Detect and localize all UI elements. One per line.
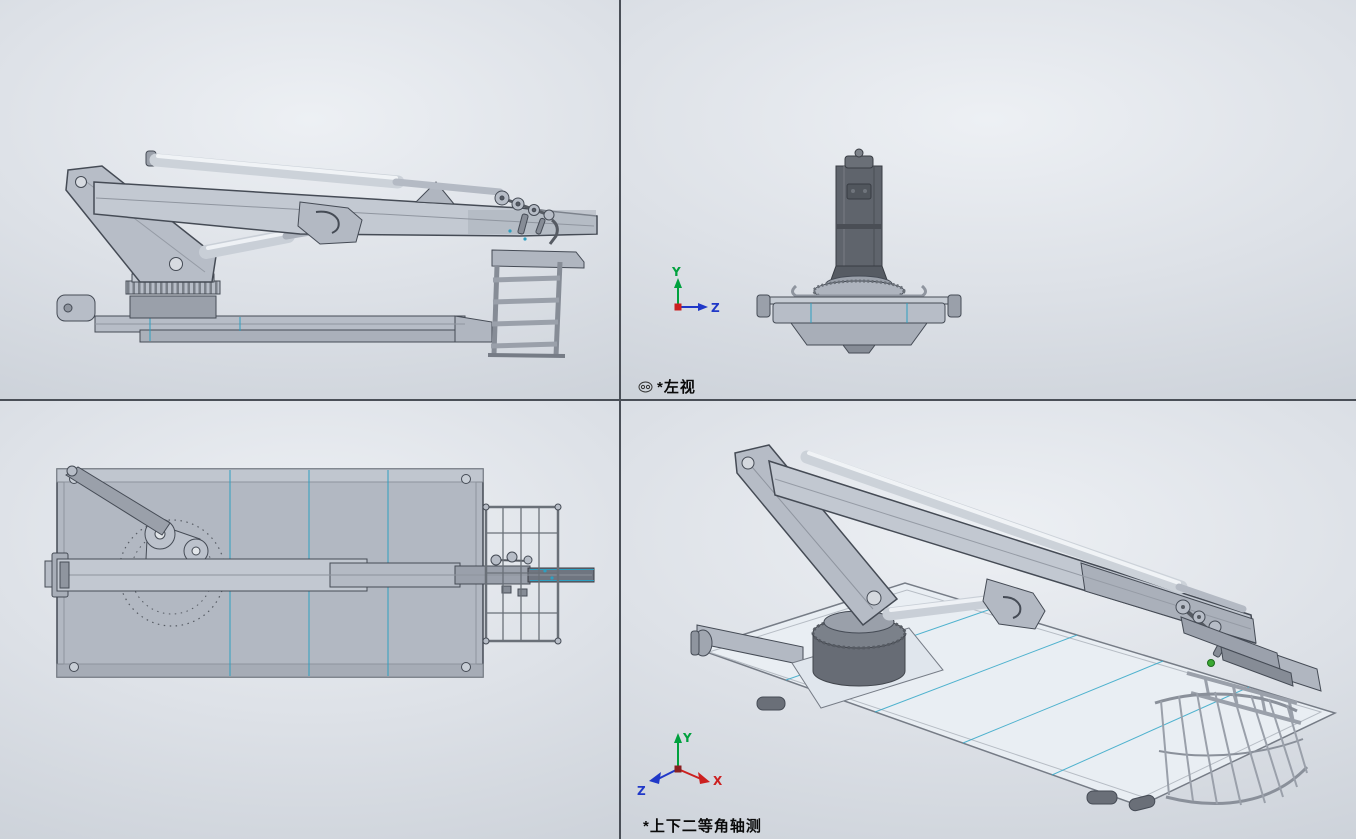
axis-triad: Y Z (671, 265, 720, 315)
z-axis-arrow (649, 772, 661, 784)
left-view-label: *左视 (638, 376, 696, 397)
viewport-isometric-view[interactable]: Y X Z (621, 401, 1356, 839)
side-view-drawing (0, 0, 620, 399)
y-axis-arrow (674, 733, 682, 743)
top-view-drawing (0, 401, 620, 839)
x-axis-arrow (698, 772, 710, 784)
viewport-left-view[interactable]: Y Z (621, 0, 1356, 399)
isometric-view-label-text: *上下二等角轴测 (643, 815, 762, 836)
z-axis-label: Z (637, 784, 646, 798)
triad-origin (675, 766, 682, 773)
y-axis-label: Y (671, 265, 681, 279)
x-axis-label: X (713, 774, 723, 788)
axis-triad-iso: Y X Z (637, 731, 723, 798)
view-link-icon (638, 381, 653, 393)
x-axis-dot (675, 304, 682, 311)
viewport-divider-vertical (619, 0, 621, 839)
viewport-front-view[interactable] (0, 0, 620, 399)
y-axis-label: Y (682, 731, 692, 745)
viewport-top-view[interactable] (0, 401, 620, 839)
mast-iso (735, 445, 897, 625)
viewport-divider-horizontal (0, 399, 1356, 401)
crane-column (828, 149, 890, 288)
crane-base (757, 295, 961, 353)
sheave-green-2 (1208, 660, 1215, 667)
y-axis-arrow (674, 278, 682, 288)
left-view-label-text: *左视 (657, 376, 696, 397)
isometric-view-label: *上下二等角轴测 (643, 815, 762, 836)
left-view-drawing: Y Z (621, 0, 1356, 399)
extension-cylinder (146, 151, 500, 192)
isometric-view-drawing: Y X Z (621, 401, 1356, 839)
crane-chassis (57, 295, 492, 342)
z-axis-arrow (698, 303, 708, 311)
access-ladder (488, 250, 584, 356)
z-axis-label: Z (711, 301, 720, 315)
